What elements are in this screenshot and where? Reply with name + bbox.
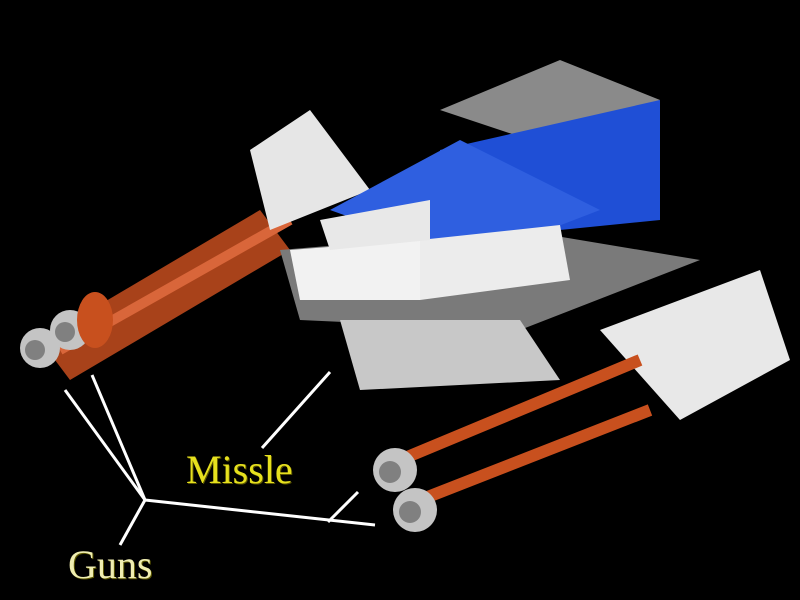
right-gun bbox=[373, 270, 790, 532]
left-wing bbox=[250, 110, 370, 230]
missile-label: Missle bbox=[186, 447, 293, 492]
callout-lines bbox=[63, 370, 376, 546]
guns-label: Guns bbox=[68, 542, 153, 587]
ship-body bbox=[280, 60, 700, 390]
left-gun bbox=[20, 210, 293, 380]
